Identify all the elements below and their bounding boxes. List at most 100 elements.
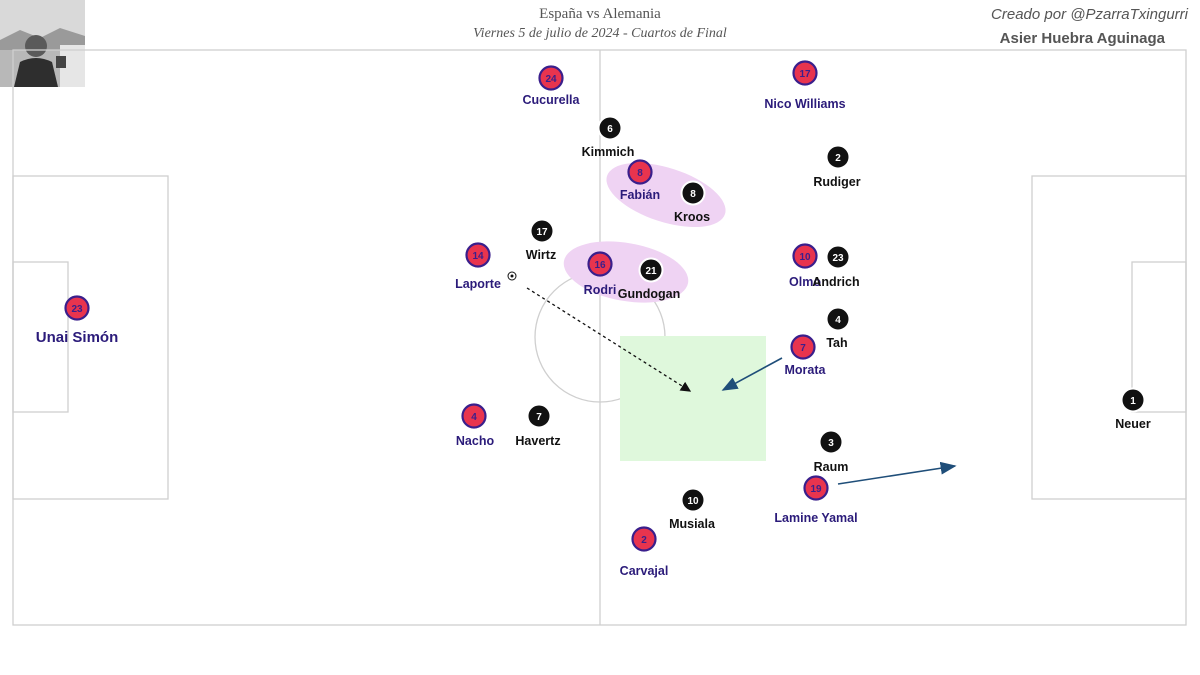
player-number: 4 [835, 315, 841, 326]
player-number: 8 [637, 168, 643, 179]
player-number: 21 [645, 266, 657, 277]
player-name: Lamine Yamal [774, 511, 857, 525]
left-goal-box [12, 261, 69, 413]
player-marker [825, 306, 851, 332]
author-photo-image [0, 0, 85, 87]
player-number: 7 [800, 343, 806, 354]
player-name: Rodri [584, 283, 617, 297]
player-number: 17 [799, 69, 811, 80]
player-name: Olmo [789, 275, 821, 289]
player-number: 10 [799, 252, 811, 263]
player-name: Unai Simón [36, 329, 119, 346]
player-number: 14 [472, 251, 484, 262]
player-marker [597, 115, 623, 141]
player-name: Cucurella [523, 93, 581, 107]
player-marker [465, 242, 491, 268]
player-number: 2 [641, 535, 647, 546]
player-number: 16 [594, 260, 606, 271]
player-number: 3 [828, 438, 834, 449]
player-name: Raum [814, 460, 849, 474]
player-number: 17 [536, 227, 548, 238]
player-marker [64, 295, 90, 321]
player-name: Wirtz [526, 248, 556, 262]
player-marker [803, 475, 829, 501]
player-number: 1 [1130, 396, 1136, 407]
player-number: 23 [832, 253, 844, 264]
player-name: Rudiger [813, 175, 860, 189]
player-number: 2 [835, 153, 841, 164]
match-title: España vs Alemania [539, 6, 661, 22]
player-number: 24 [545, 74, 557, 85]
player-name: Carvajal [620, 564, 669, 578]
pitch-lines [12, 49, 1187, 626]
player-name: Kroos [674, 210, 710, 224]
morata-run-arrow [721, 357, 783, 391]
player-marker [825, 144, 851, 170]
player-name: Kimmich [582, 145, 635, 159]
author-name: Asier Huebra Aguinaga [999, 30, 1165, 47]
player-name: Fabián [620, 188, 660, 202]
player-name: Gundogan [618, 287, 681, 301]
player-marker [529, 218, 555, 244]
player-name: Andrich [812, 275, 859, 289]
player-name: Havertz [515, 434, 560, 448]
player-marker [1120, 387, 1146, 413]
player-name: Laporte [455, 277, 501, 291]
player-name: Neuer [1115, 417, 1151, 431]
player-marker [631, 526, 657, 552]
player-marker [825, 244, 851, 270]
pass-arrow [526, 287, 692, 392]
player-marker [627, 159, 653, 185]
player-marker [587, 251, 613, 277]
player-name: Tah [826, 336, 847, 350]
player-marker [538, 65, 564, 91]
player-name: Morata [785, 363, 827, 377]
player-number: 7 [536, 412, 542, 423]
player-number: 10 [687, 496, 699, 507]
right-goal-box [1131, 261, 1187, 413]
ball-icon [507, 271, 517, 281]
player-name: Musiala [669, 517, 716, 531]
lamine-run-arrow [837, 461, 957, 485]
player-marker [680, 487, 706, 513]
player-marker [526, 403, 552, 429]
player-marker [792, 243, 818, 269]
player-marker [792, 60, 818, 86]
player-number: 6 [607, 124, 613, 135]
player-marker [461, 403, 487, 429]
match-subtitle: Viernes 5 de julio de 2024 - Cuartos de … [473, 26, 727, 41]
player-number: 23 [71, 304, 83, 315]
player-number: 8 [690, 189, 696, 200]
player-name: Nico Williams [764, 97, 845, 111]
author-photo [0, 0, 85, 87]
player-marker [638, 257, 664, 283]
right-penalty-box [1031, 175, 1187, 500]
player-marker [790, 334, 816, 360]
player-number: 4 [471, 412, 477, 423]
player-number: 19 [810, 484, 822, 495]
player-name: Nacho [456, 434, 495, 448]
space-zone [620, 336, 766, 461]
